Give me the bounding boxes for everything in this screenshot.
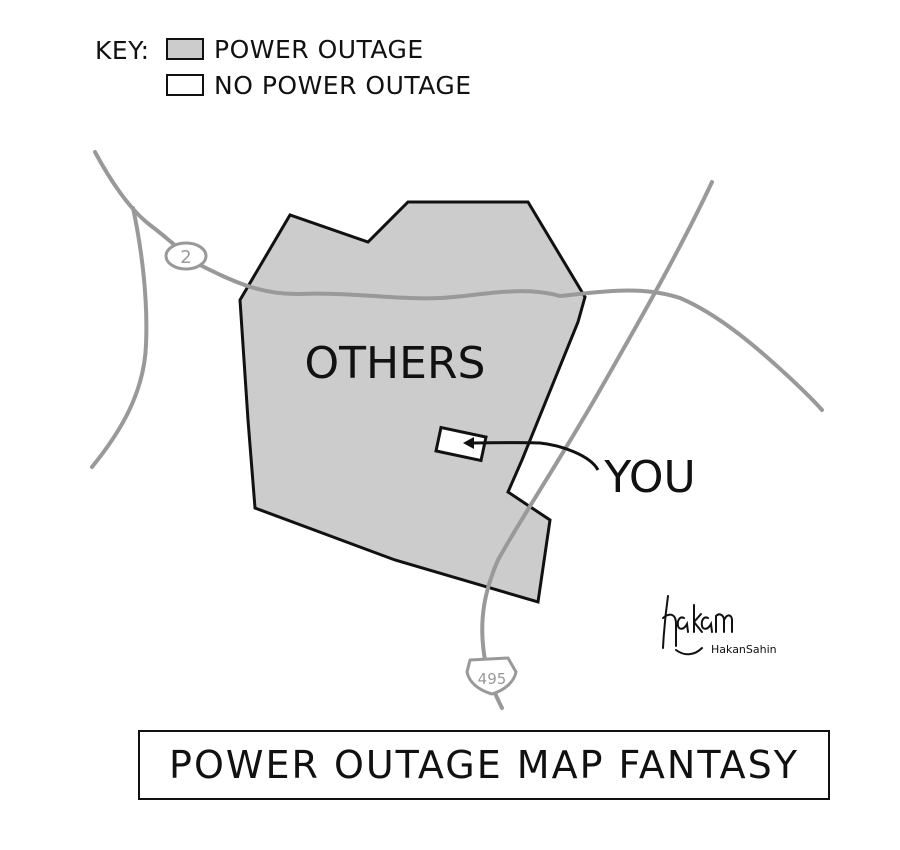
label-you: YOU: [603, 452, 695, 503]
label-others: OTHERS: [305, 338, 486, 389]
route-2-shield-icon: 2: [164, 241, 208, 271]
caption-title: POWER OUTAGE MAP FANTASY: [169, 743, 799, 787]
interstate-495-shield-icon: 495: [465, 656, 518, 696]
svg-text:2: 2: [180, 247, 191, 268]
signature-icon: [662, 595, 733, 656]
signature-name: HakanSahin: [711, 643, 777, 656]
key-label-power-outage: POWER OUTAGE: [214, 35, 424, 64]
you-pointer-arrow: [465, 441, 600, 471]
arrowhead-icon: [463, 437, 474, 449]
svg-text:495: 495: [478, 670, 507, 688]
outage-region: [238, 200, 587, 604]
key-swatch-power-outage: [166, 38, 204, 60]
key-label-no-power-outage: NO POWER OUTAGE: [214, 71, 472, 100]
caption-box: POWER OUTAGE MAP FANTASY: [138, 730, 830, 800]
key-swatch-no-power-outage: [166, 74, 204, 96]
you-no-outage-area: [434, 425, 488, 463]
road-side: [90, 206, 149, 469]
key-heading: KEY:: [95, 36, 150, 65]
